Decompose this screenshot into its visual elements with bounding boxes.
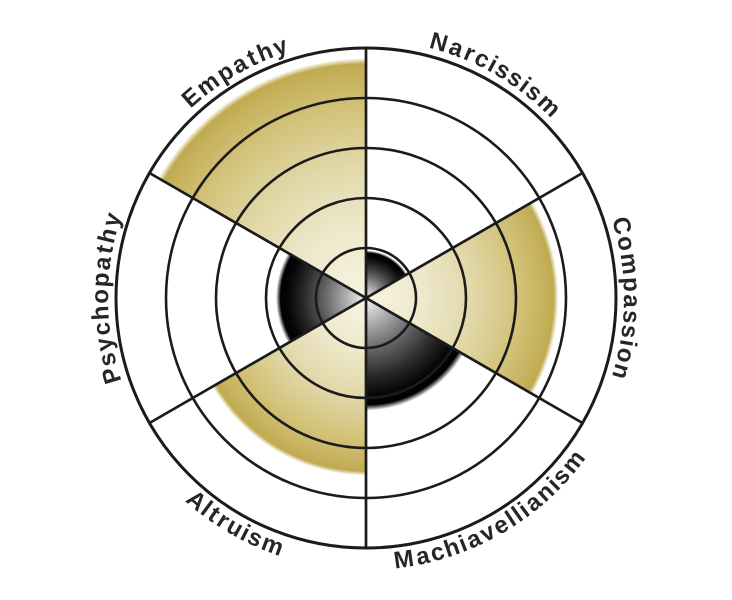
- sector-wedge-machiavellianism: [366, 298, 464, 411]
- label-char: o: [611, 233, 640, 253]
- label-char: M: [392, 545, 416, 575]
- sector-wedge-compassion: [366, 201, 559, 395]
- label-char: i: [614, 338, 642, 349]
- label-char: p: [617, 276, 645, 292]
- label-char: a: [413, 542, 432, 571]
- spoke-line-210: [148, 296, 367, 425]
- label-char: c: [88, 321, 116, 337]
- label-char: h: [87, 305, 115, 321]
- label-char: s: [615, 323, 643, 340]
- label-char: o: [610, 345, 640, 365]
- label-char: s: [93, 350, 122, 369]
- label-char: m: [615, 251, 645, 276]
- label-char: P: [97, 364, 127, 387]
- label-char: o: [87, 289, 114, 304]
- label-char: a: [618, 294, 645, 308]
- spoke-line-330: [365, 296, 584, 425]
- label-char: y: [90, 335, 119, 354]
- label-char: p: [87, 272, 115, 288]
- sector-wedge-altruism: [212, 298, 366, 476]
- label-char: n: [606, 361, 636, 383]
- sector-wedge-psychopathy: [276, 253, 366, 343]
- label-char: h: [93, 225, 123, 246]
- spoke-line-30: [365, 171, 584, 300]
- sector-wedge-narcissism: [366, 250, 408, 298]
- label-char: a: [89, 254, 118, 271]
- sector-wedge-empathy: [158, 58, 366, 298]
- label-char: s: [617, 309, 645, 324]
- spoke-line-150: [148, 171, 367, 300]
